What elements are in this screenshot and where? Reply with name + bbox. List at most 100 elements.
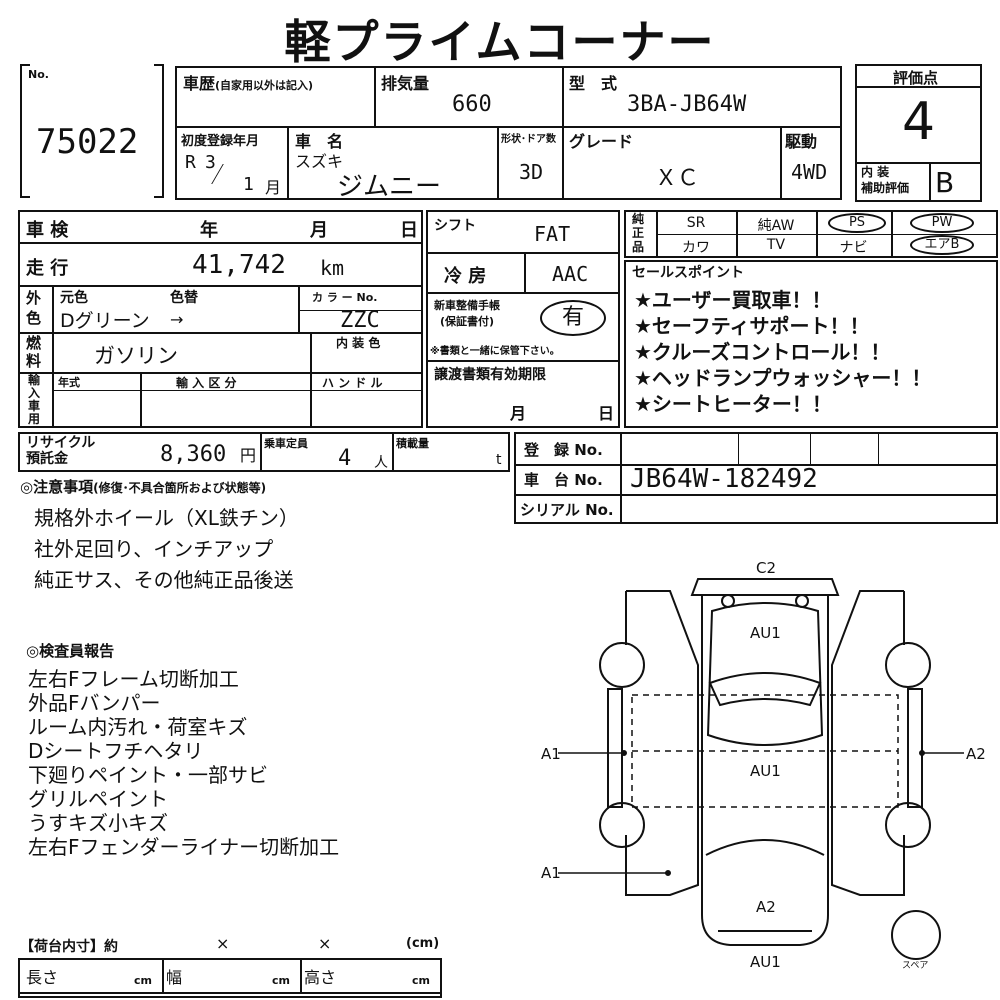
first-reg-era: R [185, 152, 196, 173]
serial-label: シリアル No. [520, 501, 614, 519]
inspection-year: 年 [200, 220, 218, 241]
cargo-height-label: 高さ [304, 968, 337, 987]
equip-leather: カワ [682, 240, 710, 256]
diagram-mark: AU1 [750, 624, 781, 642]
drive-label: 駆動 [785, 132, 818, 151]
drive-value: 4WD [791, 160, 828, 184]
car-name-label: 車 名 [295, 132, 344, 151]
interior-color-label: 内 装 色 [336, 336, 381, 350]
cargo-label: 【荷台内寸】約 [20, 939, 118, 955]
mileage-unit: km [320, 256, 345, 280]
equip-alloy-wheel: 純AW [757, 218, 795, 234]
diagram-mark: AU1 [750, 953, 781, 971]
shape-door-value: 3D [519, 160, 544, 184]
inspector-item: 左右Fフレーム切断加工 [28, 667, 239, 691]
displacement-value: 660 [452, 92, 492, 117]
rating-label: 評価点 [893, 69, 939, 87]
inspection-month: 月 [310, 220, 328, 241]
import-year-label: 年式 [58, 376, 80, 389]
equip-sr: SR [686, 215, 706, 231]
rating-box: 評価点 4 内 装 補助評価 B [855, 64, 982, 202]
diagram-mark: A1 [541, 864, 561, 882]
fuel-value: ガソリン [94, 344, 178, 368]
transfer-day: 日 [598, 404, 615, 423]
color-code-value: ZZC [340, 308, 380, 333]
recycle-label: リサイクル 預託金 [26, 435, 96, 467]
load-label: 積載量 [396, 437, 429, 450]
sales-points-label: セールスポイント [632, 265, 744, 281]
shift-label: シフト [434, 218, 476, 234]
history-label: 車歴 [183, 74, 216, 93]
cargo-x2: × [318, 934, 332, 953]
model-value: 3BA-JB64W [627, 92, 747, 117]
load-unit: t [496, 452, 502, 468]
mileage-label: 走 行 [26, 258, 69, 279]
model-label: 型 式 [569, 74, 618, 93]
car-name-value: ジムニー [337, 172, 442, 202]
inspector-item: Dシートフチヘタリ [28, 739, 204, 763]
inspector-item: グリルペイント [28, 787, 168, 811]
inspection-day: 日 [400, 220, 418, 241]
inspector-item: ルーム内汚れ・荷室キズ [28, 715, 248, 739]
grade-label: グレード [569, 132, 634, 151]
notes-sub: (修復･不具合箇所および状態等) [93, 481, 267, 495]
capacity-value: 4 [338, 446, 352, 471]
inspection-label: 車 検 [26, 220, 69, 241]
recycle-unit: 円 [240, 446, 257, 465]
color-change-label: 色替 [170, 290, 198, 306]
sales-point-item: ★ユーザー買取車！！ [634, 288, 832, 312]
cargo-box: 長さ cm 幅 cm 高さ cm [18, 958, 442, 998]
rating-value: 4 [901, 92, 936, 152]
note-item: 規格外ホイール（XL鉄チン） [34, 506, 299, 530]
shift-ac-block: シフト FAT 冷 房 AAC 新車整備手帳 (保証書付) 有 ※書類と一緒に保… [426, 210, 620, 428]
first-reg-month: 1 [243, 174, 254, 195]
ac-value: AAC [552, 262, 589, 286]
warranty-value: 有 [540, 300, 606, 336]
sales-point-item: ★ヘッドランプウォッシャー！！ [634, 366, 932, 390]
registration-block: 登 録 No. 車 台 No. JB64W-182492 シリアル No. [514, 432, 998, 524]
recycle-row: リサイクル 預託金 8,360 円 乗車定員 4 人 積載量 t [18, 432, 510, 472]
chassis-value: JB64W-182492 [630, 464, 818, 494]
equip-tv: TV [766, 237, 786, 253]
inspector-item: 外品Fバンパー [28, 691, 161, 715]
inspector-label: ◎検査員報告 [26, 642, 115, 660]
cargo-length-unit: cm [134, 974, 152, 987]
sales-point-item: ★シートヒーター！！ [634, 392, 832, 416]
car-damage-diagram [558, 578, 964, 960]
lot-number-label: No. [28, 68, 49, 81]
import-side-label: 輸 入 車 用 [28, 373, 41, 426]
lot-number: 75022 [36, 122, 139, 162]
lot-number-box: No. 75022 [20, 64, 164, 198]
cargo-width-label: 幅 [166, 968, 183, 987]
sales-point-item: ★セーフティサポート！！ [634, 314, 870, 338]
color-side-label: 外 色 [26, 289, 42, 327]
recycle-value: 8,360 [160, 442, 227, 467]
fuel-side-label: 燃 料 [26, 334, 42, 370]
color-code-label: カ ラ ー No. [312, 291, 378, 304]
inspector-item: 左右Fフェンダーライナー切断加工 [28, 835, 340, 859]
color-arrow: → [170, 310, 184, 329]
equip-navi: ナビ [839, 240, 868, 256]
cargo-width-unit: cm [272, 974, 290, 987]
registration-label: 登 録 No. [524, 441, 603, 459]
color-orig-label: 元色 [60, 290, 88, 306]
diagram-mark: A2 [966, 745, 986, 763]
mileage-value: 41,742 [192, 250, 286, 280]
chassis-label: 車 台 No. [524, 471, 603, 489]
cargo-length-label: 長さ [26, 968, 59, 987]
capacity-label: 乗車定員 [264, 437, 308, 450]
import-type-label: 輸 入 区 分 [176, 376, 237, 390]
color-orig-value: Dグリーン [60, 310, 150, 332]
sales-points-box: セールスポイント ★ユーザー買取車！！ ★セーフティサポート！！ ★クルーズコン… [624, 260, 998, 428]
ac-label: 冷 房 [444, 266, 487, 287]
car-maker: スズキ [295, 152, 344, 171]
equipment-block: 純 正 品 SR 純AW PS PW カワ TV ナビ エアB [624, 210, 998, 258]
cargo-x1: × [216, 934, 230, 953]
warranty-note: ※書類と一緒に保管下さい。 [430, 346, 560, 357]
shift-value: FAT [534, 222, 571, 246]
capacity-unit: 人 [374, 455, 388, 471]
sales-point-item: ★クルーズコントロール！！ [634, 340, 891, 364]
shape-door-label: 形状･ドア数 [501, 134, 556, 145]
first-reg-month-unit: 月 [265, 178, 282, 197]
interior-rating-label: 内 装 補助評価 [861, 165, 910, 195]
